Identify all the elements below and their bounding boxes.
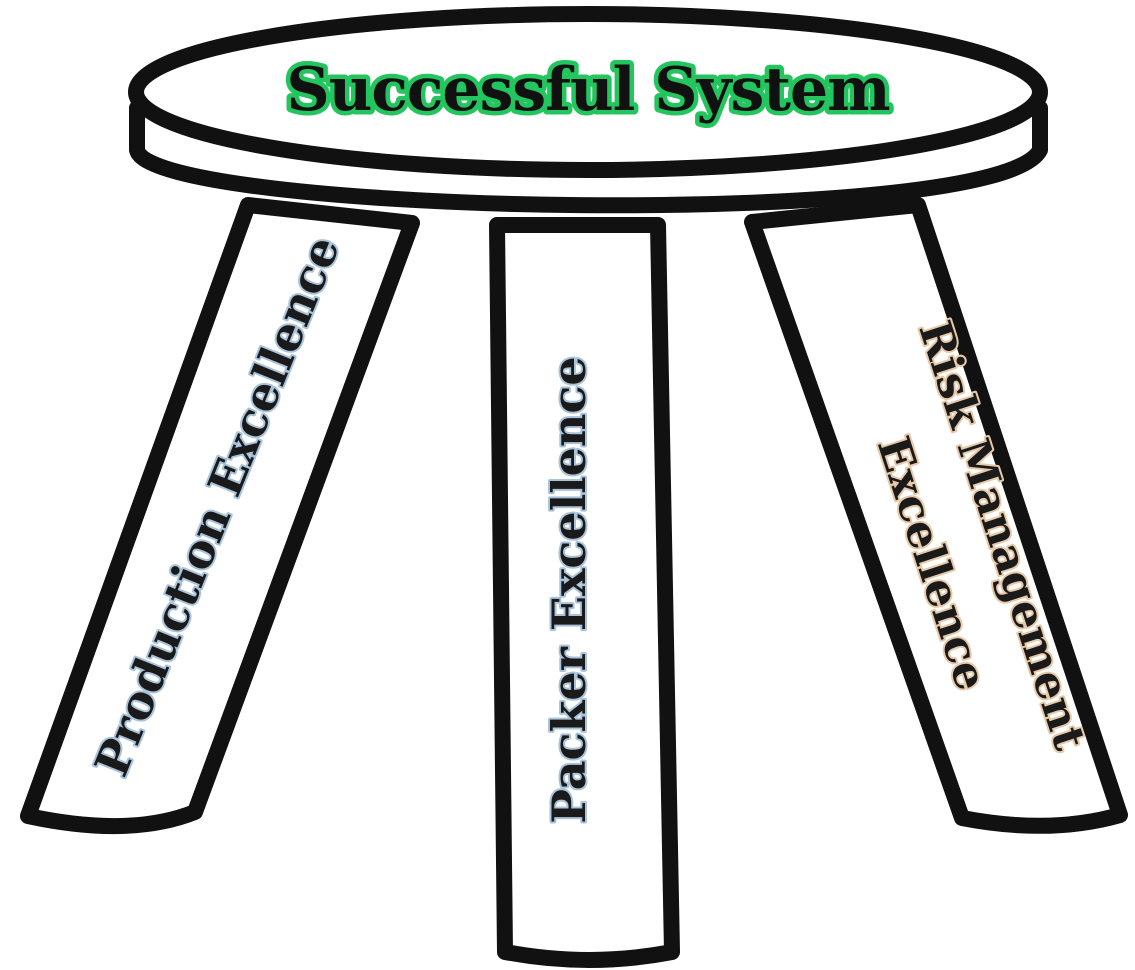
leg-middle: [489, 217, 680, 968]
leg-left: [20, 197, 420, 835]
leg-right: [744, 197, 1128, 834]
seat-top: [128, 6, 1048, 178]
seat-label: Successful System: [286, 55, 890, 125]
leg-middle-label: Packer Excellence: [542, 356, 596, 823]
